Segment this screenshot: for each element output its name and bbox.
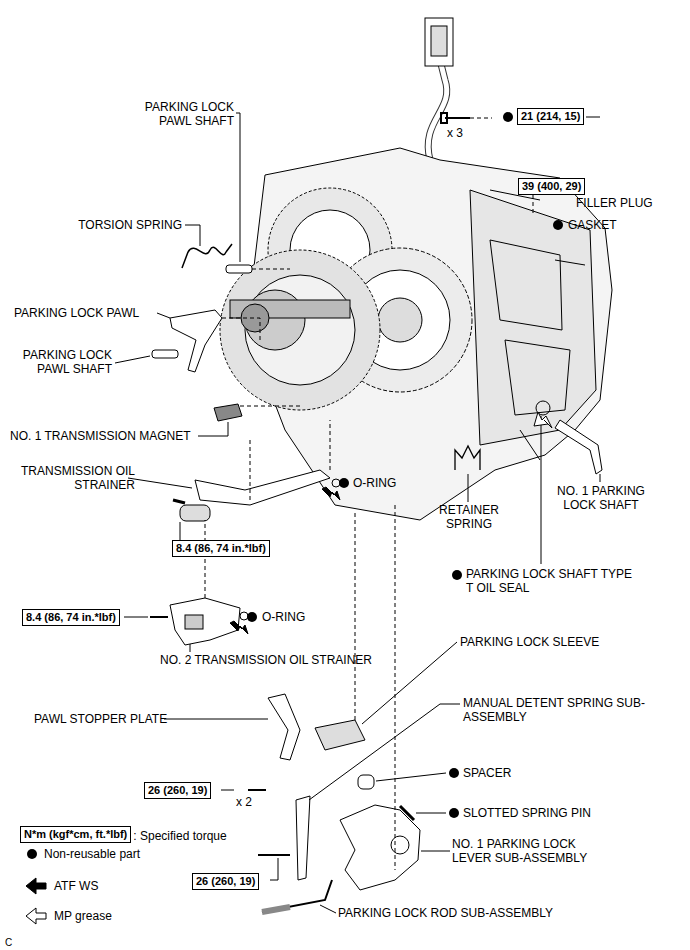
part-label: O-RING: [353, 476, 396, 490]
part-label: C: [5, 936, 12, 950]
torque-box: 26 (260, 19): [192, 873, 259, 890]
part-label: x 3: [447, 126, 463, 140]
legend-text: Non-reusable part: [44, 847, 140, 861]
part-label: MANUAL DETENT SPRING SUB-ASSEMBLY: [463, 696, 653, 724]
torque-value: 26 (260, 19): [148, 784, 207, 796]
part-label: SPACER: [463, 766, 511, 780]
part-label: x 2: [236, 795, 252, 809]
part-label: PARKING LOCK ROD SUB-ASSEMBLY: [338, 906, 553, 920]
part-label: NO. 2 TRANSMISSION OIL STRAINER: [160, 653, 372, 667]
legend-text: ATF WS: [54, 879, 98, 893]
part-label: PARKING LOCK PAWL SHAFT: [10, 348, 112, 376]
part-label: PARKING LOCK PAWL SHAFT: [140, 100, 234, 128]
part-label: O-RING: [262, 610, 305, 624]
part-label: RETAINER SPRING: [432, 503, 506, 531]
torque-value: 8.4 (86, 74 in.*lbf): [176, 542, 266, 554]
part-label: PARKING LOCK SLEEVE: [460, 635, 599, 649]
part-label: TORSION SPRING: [62, 218, 182, 232]
part-label: NO. 1 PARKING LOCK SHAFT: [545, 484, 657, 512]
torque-value: 8.4 (86, 74 in.*lbf): [26, 611, 116, 623]
part-label: PARKING LOCK SHAFT TYPE T OIL SEAL: [466, 567, 636, 595]
legend-text: MP grease: [54, 909, 112, 923]
torque-box: N*m (kgf*cm, ft.*lbf): [20, 826, 131, 843]
part-label: PAWL STOPPER PLATE: [34, 712, 167, 726]
part-label: PARKING LOCK PAWL: [14, 306, 139, 320]
torque-box: 8.4 (86, 74 in.*lbf): [22, 609, 120, 626]
torque-value: 26 (260, 19): [196, 875, 255, 887]
part-label: NO. 1 TRANSMISSION MAGNET: [10, 429, 190, 443]
torque-box: 39 (400, 29): [518, 178, 585, 195]
part-label: FILLER PLUG: [576, 196, 653, 210]
part-label: GASKET: [568, 218, 617, 232]
torque-box: 26 (260, 19): [144, 782, 211, 799]
torque-value: N*m (kgf*cm, ft.*lbf): [24, 828, 127, 840]
part-label: TRANSMISSION OIL STRAINER: [10, 464, 135, 492]
torque-box: 21 (214, 15): [517, 108, 584, 125]
torque-value: 39 (400, 29): [522, 180, 581, 192]
legend-text: : Specified torque: [133, 829, 226, 843]
torque-box: 8.4 (86, 74 in.*lbf): [172, 540, 270, 557]
torque-value: 21 (214, 15): [521, 110, 580, 122]
part-label: SLOTTED SPRING PIN: [463, 806, 591, 820]
part-label: NO. 1 PARKING LOCK LEVER SUB-ASSEMBLY: [452, 837, 612, 865]
